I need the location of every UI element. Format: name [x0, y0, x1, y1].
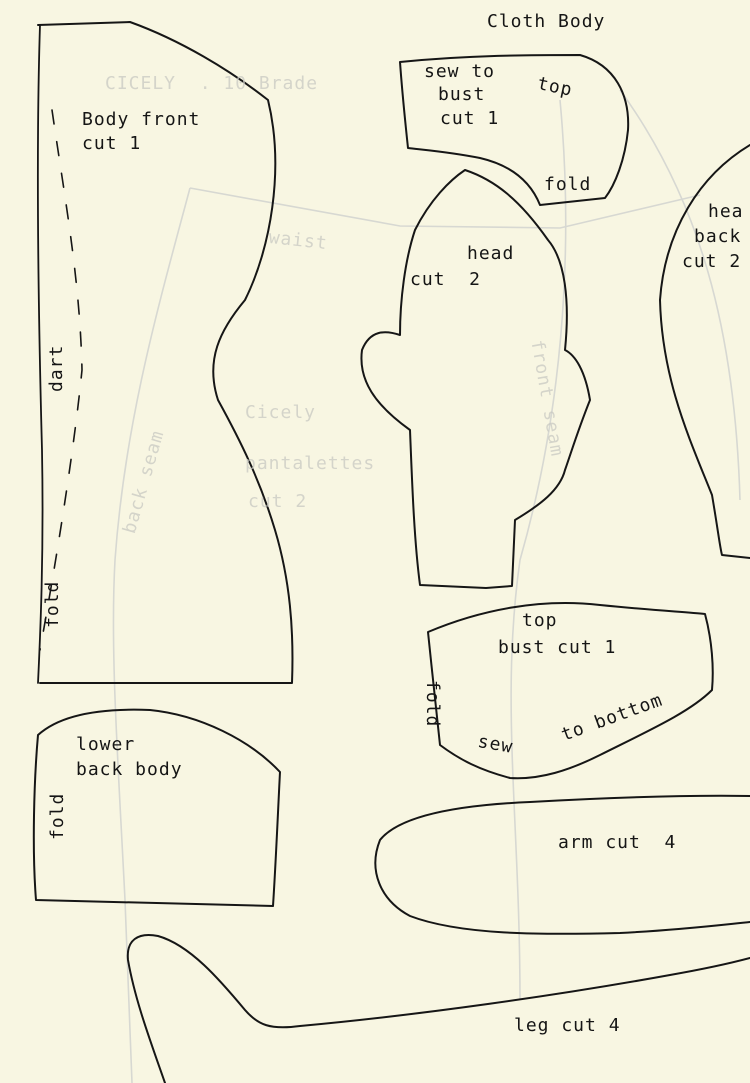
- body-front-fold-label: fold: [42, 580, 63, 628]
- show-through-cut: cut 2: [248, 491, 308, 512]
- show-through-outline: [112, 89, 741, 1083]
- head-back-line2: back: [694, 226, 742, 247]
- show-through-header: CICELY . 10 Brade: [105, 73, 319, 94]
- show-through-pantalettes: pantalettes: [245, 453, 376, 474]
- bust-bottom-top-label: top: [522, 610, 558, 631]
- bust-top-outline: [399, 54, 630, 206]
- bust-bottom-outline: [427, 602, 714, 780]
- page-title: Cloth Body: [487, 11, 606, 32]
- head-cut: cut 2: [410, 269, 482, 290]
- bust-bottom-name: bust cut 1: [498, 637, 617, 658]
- head-back-outline: [659, 144, 750, 559]
- body-front-dart-label: dart: [46, 344, 67, 392]
- bust-top-cut-label: cut 1: [440, 108, 500, 129]
- head-back-line3: cut 2: [682, 251, 742, 272]
- body-front-dart-line: [39, 109, 83, 651]
- leg-label: leg cut 4: [514, 1015, 621, 1036]
- lower-back-fold-label: fold: [47, 792, 68, 840]
- head-outline: [360, 169, 591, 589]
- bust-top-bust-label: bust: [438, 84, 486, 105]
- body-front-cut: cut 1: [82, 133, 142, 154]
- bust-bottom-fold-label: fold: [422, 680, 443, 728]
- lower-back-line2: back body: [76, 759, 183, 780]
- body-front-name: Body front: [82, 109, 201, 130]
- lower-back-line1: lower: [76, 734, 136, 755]
- show-through-cicely: Cicely: [245, 402, 317, 423]
- bust-top-sew-label: sew to: [424, 61, 496, 82]
- bust-top-fold-label: fold: [544, 174, 592, 195]
- lower-back-outline: [32, 708, 281, 907]
- arm-outline: [374, 794, 750, 935]
- body-front-fold-line: [36, 24, 44, 684]
- head-back-line1: hea: [708, 201, 744, 222]
- body-front-outline: [37, 21, 294, 684]
- head-name: head: [467, 243, 515, 264]
- arm-label: arm cut 4: [558, 832, 677, 853]
- leg-outline: [126, 934, 750, 1083]
